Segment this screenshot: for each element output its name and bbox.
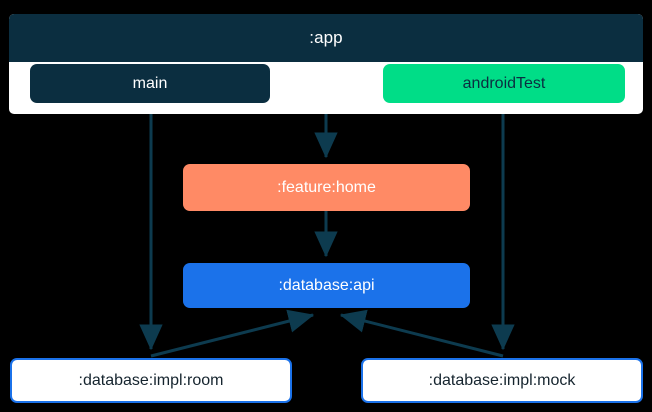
subgraph-app-header: :app [9, 14, 643, 62]
node-database-impl-mock-label: :database:impl:mock [428, 371, 576, 389]
node-feature-home-label: :feature:home [277, 178, 376, 196]
node-main[interactable]: main [30, 64, 270, 103]
edge-impl-mock-to-database-api [339, 309, 504, 358]
node-database-api-label: :database:api [278, 276, 375, 294]
edge-impl-room-to-database-api [150, 309, 315, 358]
node-database-impl-mock[interactable]: :database:impl:mock [361, 358, 643, 403]
node-database-impl-room-label: :database:impl:room [78, 371, 224, 389]
node-feature-home[interactable]: :feature:home [183, 164, 470, 211]
node-database-impl-room[interactable]: :database:impl:room [10, 358, 292, 403]
subgraph-app-label: :app [309, 28, 343, 47]
node-android-test-label: androidTest [462, 74, 546, 92]
node-database-api[interactable]: :database:api [183, 263, 470, 308]
node-main-label: main [132, 74, 168, 92]
node-android-test[interactable]: androidTest [383, 64, 625, 103]
